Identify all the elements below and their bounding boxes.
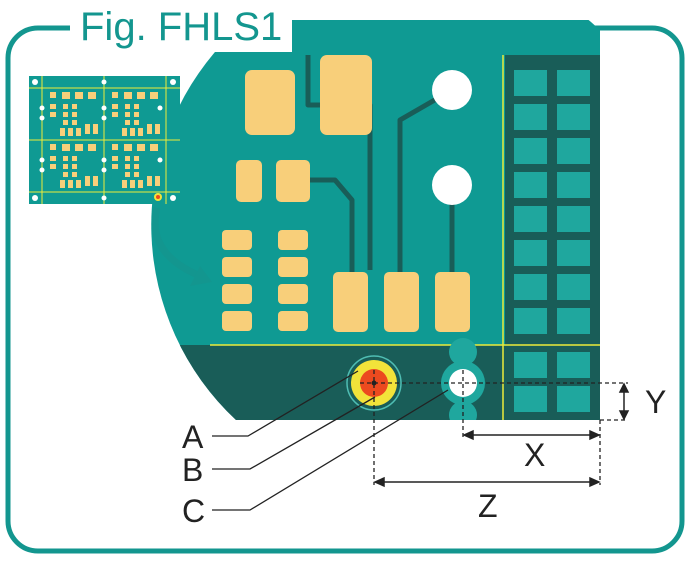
zoom-arrow <box>151 207 212 286</box>
label-c: C <box>182 493 205 529</box>
ground-grid-squares <box>514 70 590 412</box>
leader-lines <box>212 370 449 511</box>
mounting-hole-lower <box>432 165 472 205</box>
label-a: A <box>182 419 204 455</box>
label-x: X <box>524 437 545 473</box>
label-y: Y <box>645 384 666 420</box>
label-b: B <box>182 452 203 488</box>
smd-pads <box>222 55 470 332</box>
mounting-hole-upper <box>432 70 472 110</box>
pcb-thumbnail <box>29 76 180 204</box>
figure-title: Fig. FHLS1 <box>70 2 293 52</box>
zoomed-board-view <box>151 20 600 421</box>
centerline-marks <box>360 370 628 485</box>
label-z: Z <box>478 488 498 524</box>
dimension-extensions <box>599 419 628 485</box>
dimension-arrows <box>373 382 630 488</box>
